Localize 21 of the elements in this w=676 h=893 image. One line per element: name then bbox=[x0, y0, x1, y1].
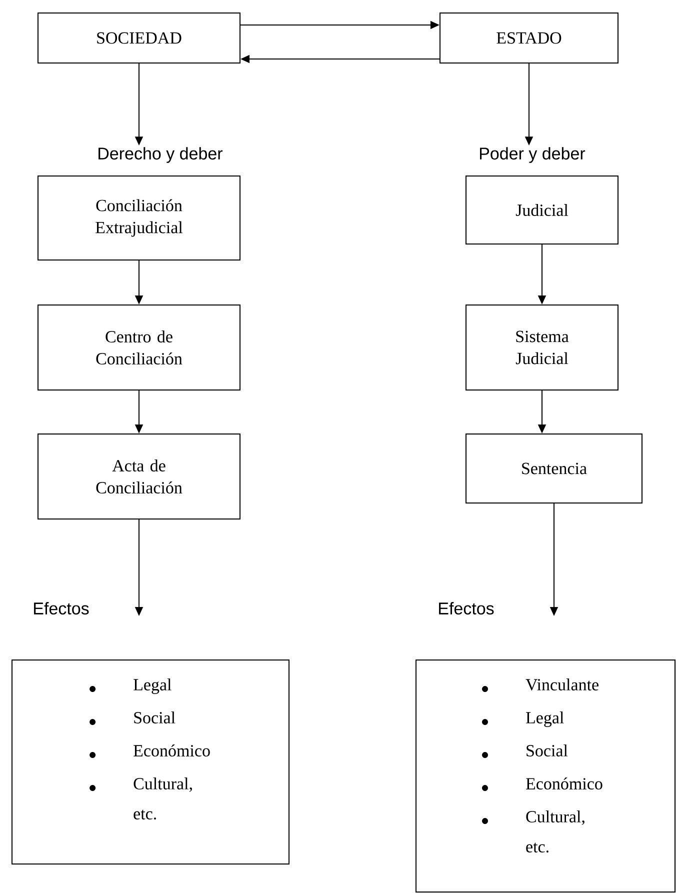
process-box: Sentencia bbox=[466, 434, 642, 504]
list-item: Social bbox=[526, 744, 568, 756]
process-box: Conciliación Extrajudicial bbox=[38, 176, 240, 260]
list-item: Legal bbox=[526, 712, 564, 727]
list-item: Económico bbox=[526, 778, 602, 790]
process-box: Acta de Conciliación bbox=[38, 434, 240, 520]
process-box: Centro de Conciliación bbox=[38, 304, 240, 390]
process-box: Judicial bbox=[466, 176, 618, 244]
list-item: Social bbox=[134, 712, 176, 724]
heading-text: Poder y deber bbox=[480, 147, 586, 163]
heading-text: Efectos bbox=[439, 602, 494, 614]
list-item: Cultural, etc. bbox=[134, 778, 192, 820]
list-item: Económico bbox=[134, 744, 210, 756]
list-item: Legal bbox=[134, 678, 172, 694]
list-item: Cultural, etc. bbox=[526, 810, 584, 853]
process-box: SOCIEDAD bbox=[38, 12, 240, 64]
heading-text: Derecho y deber bbox=[98, 147, 223, 163]
list-item: Vinculante bbox=[526, 678, 598, 691]
process-box: ESTADO bbox=[440, 12, 618, 64]
process-box: Sistema Judicial bbox=[466, 304, 618, 390]
heading-text: Efectos bbox=[34, 602, 89, 614]
